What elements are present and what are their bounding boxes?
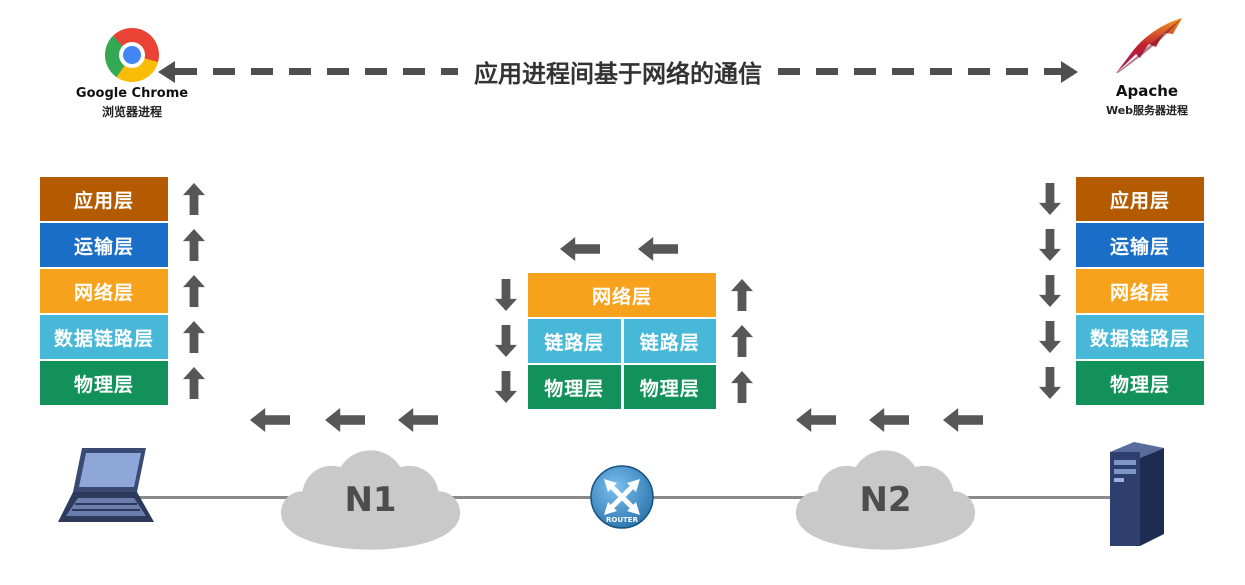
left-arrow-icon	[560, 237, 600, 261]
cloud-n1: N1	[278, 446, 463, 554]
up-arrow-icon	[183, 321, 205, 353]
arrowhead-right-icon	[1061, 60, 1078, 83]
right-protocol-stack: 应用层 运输层 网络层 数据链路层 物理层	[1076, 177, 1204, 405]
router-down-arrows	[492, 273, 520, 409]
communication-dashed-arrow: 应用进程间基于网络的通信	[158, 54, 1078, 89]
left-stack-up-arrows	[180, 177, 208, 405]
down-arrow-icon	[1039, 275, 1061, 307]
left-arrow-icon	[638, 237, 678, 261]
router-icon: ROUTER	[590, 465, 654, 529]
down-arrow-icon	[495, 371, 517, 403]
left-arrow-icon	[869, 408, 909, 432]
dashed-line	[175, 68, 458, 75]
up-arrow-icon	[731, 325, 753, 357]
arrowhead-left-icon	[158, 60, 175, 83]
chrome-logo-icon	[105, 28, 159, 82]
chrome-endpoint: Google Chrome 浏览器进程	[62, 28, 202, 120]
router-layer-physical-right: 物理层	[623, 365, 716, 409]
layer-physical: 物理层	[1076, 361, 1204, 405]
left-arrow-icon	[250, 408, 290, 432]
cloud-icon	[795, 450, 976, 550]
apache-name: Apache	[1115, 82, 1179, 100]
layer-datalink: 数据链路层	[1076, 315, 1204, 359]
up-arrow-icon	[183, 183, 205, 215]
router-device-label: ROUTER	[606, 516, 639, 524]
dashed-line	[778, 68, 1061, 75]
router-layer-link-left: 链路层	[528, 319, 621, 363]
apache-feather-icon	[1116, 18, 1182, 73]
left-arrow-icon	[325, 408, 365, 432]
layer-transport: 运输层	[40, 223, 168, 267]
left-protocol-stack: 应用层 运输层 网络层 数据链路层 物理层	[40, 177, 168, 405]
right-stack-down-arrows	[1036, 177, 1064, 405]
left-arrow-icon	[796, 408, 836, 432]
down-arrow-icon	[1039, 321, 1061, 353]
down-arrow-icon	[1039, 183, 1061, 215]
chrome-subtitle: 浏览器进程	[101, 105, 162, 119]
router-layer-physical-left: 物理层	[528, 365, 621, 409]
layer-application: 应用层	[1076, 177, 1204, 221]
apache-subtitle: Web服务器进程	[1105, 104, 1189, 117]
cloud-n2: N2	[793, 446, 978, 554]
up-arrow-icon	[731, 371, 753, 403]
communication-title: 应用进程间基于网络的通信	[474, 60, 762, 88]
down-arrow-icon	[495, 325, 517, 357]
laptop-icon	[58, 448, 154, 522]
down-arrow-icon	[1039, 229, 1061, 261]
chrome-name: Google Chrome	[75, 86, 189, 101]
layer-datalink: 数据链路层	[40, 315, 168, 359]
down-arrow-icon	[1039, 367, 1061, 399]
layer-physical: 物理层	[40, 361, 168, 405]
layer-network: 网络层	[1076, 269, 1204, 313]
cloud-icon	[280, 450, 461, 550]
left-arrow-icon	[943, 408, 983, 432]
down-arrow-icon	[495, 279, 517, 311]
apache-endpoint: Apache Web服务器进程	[1082, 16, 1212, 118]
router-protocol-stack: 网络层 链路层 链路层 物理层 物理层	[528, 273, 716, 409]
router-layer-link-right: 链路层	[623, 319, 716, 363]
up-arrow-icon	[183, 229, 205, 261]
layer-transport: 运输层	[1076, 223, 1204, 267]
left-arrow-icon	[398, 408, 438, 432]
layer-application: 应用层	[40, 177, 168, 221]
cloud-n1-label: N1	[344, 480, 397, 520]
router-up-arrows	[728, 273, 756, 409]
cloud-n2-label: N2	[859, 480, 912, 520]
layer-network: 网络层	[40, 269, 168, 313]
router-layer-network: 网络层	[528, 273, 716, 317]
server-icon	[1110, 442, 1164, 546]
up-arrow-icon	[183, 367, 205, 399]
up-arrow-icon	[183, 275, 205, 307]
up-arrow-icon	[731, 279, 753, 311]
